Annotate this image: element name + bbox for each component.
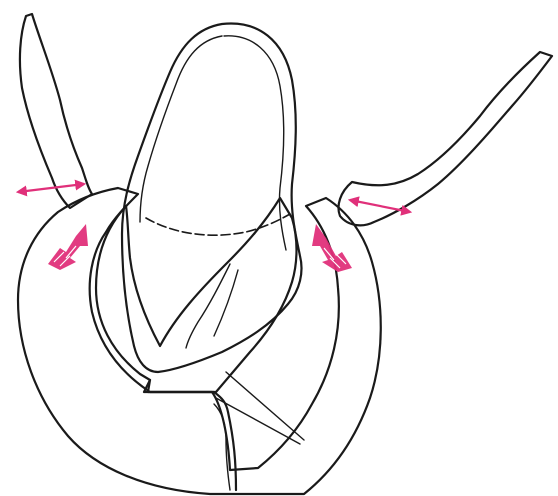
dental-extraction-illustration: [0, 0, 558, 496]
gingiva-background: [0, 0, 558, 496]
